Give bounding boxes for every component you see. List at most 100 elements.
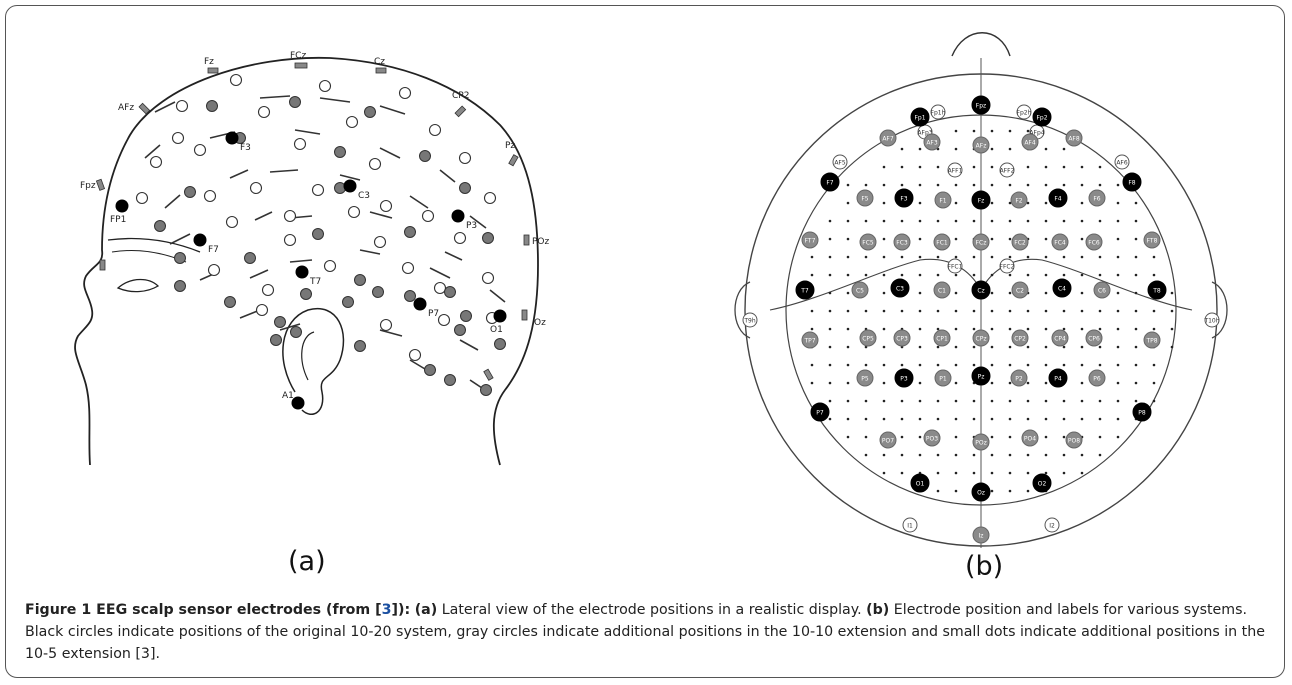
gray-electrode (933, 281, 951, 299)
dot-marker (990, 435, 994, 439)
outline-electrode (930, 104, 946, 120)
black-electrode-label: Fz (978, 198, 985, 205)
dot-marker (864, 435, 868, 439)
dot-marker (1170, 345, 1174, 349)
dot-marker (1080, 255, 1084, 259)
black-electrode-label: P3 (900, 376, 908, 383)
dot-marker (828, 309, 832, 313)
caption-ref: 3 (381, 602, 392, 618)
dot-marker (810, 327, 814, 331)
dot-marker (1008, 255, 1012, 259)
dot-marker (1026, 165, 1030, 169)
gray-electrode-label: C6 (1098, 288, 1106, 295)
dot-marker (810, 381, 814, 385)
outline-electrode-label: Fp2h (1017, 110, 1032, 117)
dot-marker (900, 399, 904, 403)
label-t7: T7 (309, 277, 321, 287)
dot-marker (828, 399, 832, 403)
gray-electrode-label: FC5 (862, 240, 874, 247)
dot-marker (1026, 255, 1030, 259)
dot-marker (918, 201, 922, 205)
dot-marker (1026, 381, 1030, 385)
dot-marker (828, 291, 832, 295)
dot-marker (1008, 363, 1012, 367)
dot-marker (846, 417, 850, 421)
dot-marker (846, 345, 850, 349)
black-electrode-label: Oz (977, 490, 985, 497)
nose-outline (951, 32, 1011, 57)
dot-marker (846, 219, 850, 223)
black-electrode-label: O2 (1038, 481, 1047, 488)
dot-marker (1026, 309, 1030, 313)
dot-marker (1080, 417, 1084, 421)
gray-electrode-label: CP1 (936, 336, 948, 343)
gray-electrode-label: FC2 (1014, 240, 1026, 247)
dot-marker (936, 165, 940, 169)
dot-marker (1152, 363, 1156, 367)
label-c3: C3 (358, 191, 370, 201)
dot-marker (990, 399, 994, 403)
gray-electrode (856, 369, 874, 387)
dot-marker (1044, 453, 1048, 457)
gray-electrode (1010, 191, 1028, 209)
dot-marker (1026, 219, 1030, 223)
gray-electrode-label: PO4 (1024, 436, 1036, 443)
dot-marker (918, 381, 922, 385)
dot-marker (1080, 219, 1084, 223)
dot-marker (1044, 165, 1048, 169)
black-electrode (971, 280, 991, 300)
dot-marker (954, 291, 958, 295)
dot-marker (1080, 273, 1084, 277)
gray-electrode (1021, 429, 1039, 447)
black-electrode (971, 366, 991, 386)
dot-marker (1080, 309, 1084, 313)
label-fz: Fz (204, 57, 214, 67)
gray-electrode-label: C2 (1016, 288, 1024, 295)
dot-marker (1116, 309, 1120, 313)
dot-marker (1008, 309, 1012, 313)
black-electrode (1032, 107, 1052, 127)
dot-marker (1062, 219, 1066, 223)
black-electrode-label: C3 (896, 286, 904, 293)
dot-marker (1080, 399, 1084, 403)
dot-marker (1062, 165, 1066, 169)
dot-marker (1026, 417, 1030, 421)
outline-electrode (1016, 104, 1032, 120)
dot-marker (900, 435, 904, 439)
black-electrode (910, 107, 930, 127)
dot-marker (846, 255, 850, 259)
head-outline (74, 56, 539, 466)
dot-marker (900, 363, 904, 367)
dot-marker (828, 381, 832, 385)
dot-marker (1044, 399, 1048, 403)
caption-marker-a: (a) (414, 602, 438, 618)
ear-outline (282, 307, 345, 415)
dot-marker (918, 183, 922, 187)
black-electrode (971, 190, 991, 210)
dot-marker (972, 399, 976, 403)
outline-electrode (902, 517, 918, 533)
outline-electrode (999, 162, 1015, 178)
gray-electrode-label: CP6 (1088, 336, 1100, 343)
dot-marker (882, 309, 886, 313)
gray-electrode-label: FC1 (936, 240, 948, 247)
gray-electrode-label: F2 (1015, 198, 1022, 205)
gray-electrode-label: PO7 (882, 438, 894, 445)
dot-marker (972, 363, 976, 367)
dot-marker (936, 327, 940, 331)
dot-marker (828, 345, 832, 349)
dot-marker (828, 363, 832, 367)
dot-marker (954, 219, 958, 223)
gray-electrode (1065, 129, 1083, 147)
dot-marker (846, 237, 850, 241)
dot-marker (990, 381, 994, 385)
dot-marker (1062, 435, 1066, 439)
dot-marker (1008, 489, 1012, 493)
dot-marker (918, 309, 922, 313)
black-electrode-label: Fp2 (1036, 115, 1047, 122)
dot-marker (990, 201, 994, 205)
small-dots (810, 129, 1174, 493)
dot-marker (1116, 381, 1120, 385)
dot-marker (990, 183, 994, 187)
dot-marker (1098, 417, 1102, 421)
